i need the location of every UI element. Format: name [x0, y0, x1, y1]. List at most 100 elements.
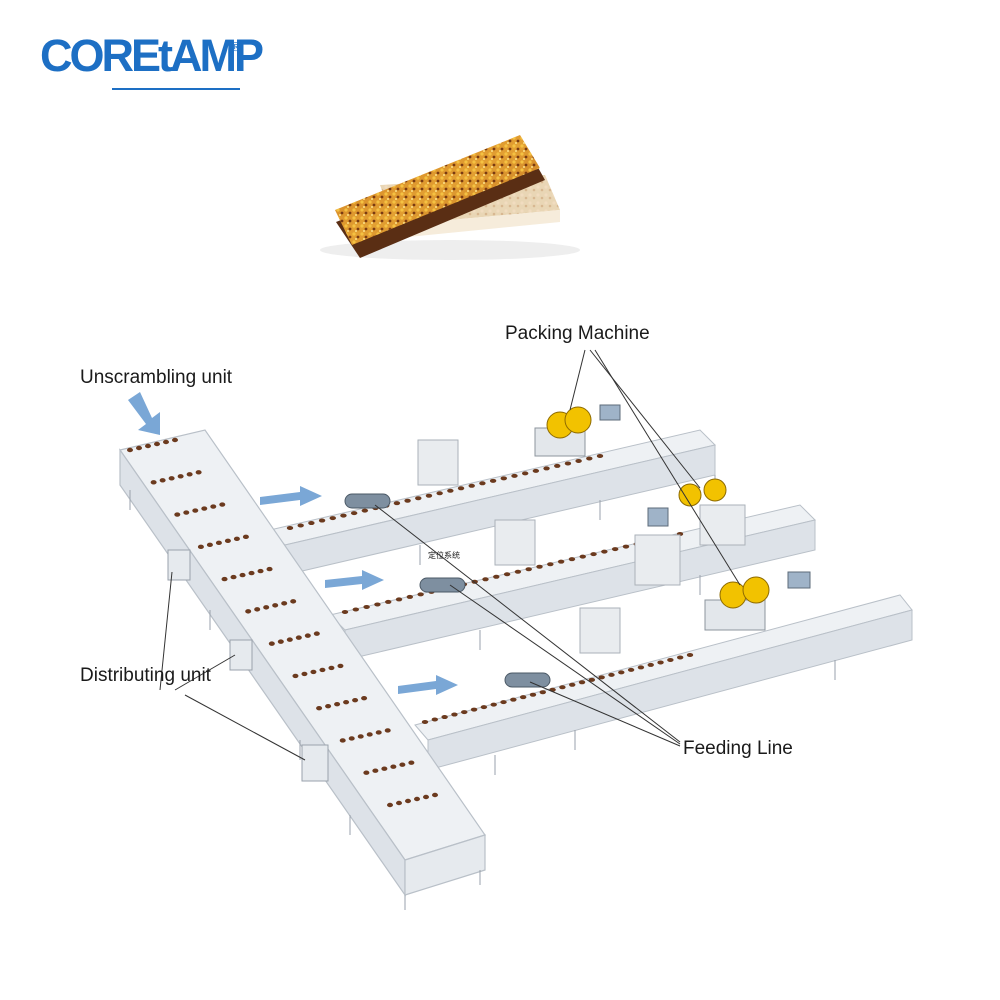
product-piece [414, 796, 420, 802]
product-piece [328, 665, 335, 671]
product-piece [174, 512, 181, 517]
product-piece [295, 635, 302, 640]
brand-logo-text: COREtAMP [40, 30, 264, 81]
product-piece [245, 609, 252, 614]
product-piece [468, 483, 475, 488]
product-piece [647, 662, 654, 667]
product-piece [618, 670, 625, 675]
packing-machine-1 [534, 404, 621, 457]
product-piece [286, 526, 294, 530]
product-piece [532, 468, 540, 473]
product-piece [352, 607, 360, 612]
unscrambling-unit-label: Unscrambling unit [80, 367, 233, 388]
product-piece [578, 680, 586, 685]
product-piece [361, 508, 369, 513]
product-piece [470, 707, 478, 712]
product-piece [334, 701, 341, 707]
product-piece [451, 712, 458, 717]
positioning-system-label: 定位系统 [428, 551, 460, 560]
logo-underline [112, 88, 240, 90]
product-piece [127, 447, 133, 453]
product-piece [257, 568, 264, 574]
product-piece [337, 663, 344, 669]
product-piece [159, 478, 166, 483]
product-piece [163, 439, 169, 445]
product-piece [195, 470, 202, 475]
product-piece [627, 667, 635, 672]
product-piece [588, 677, 596, 682]
product-piece [286, 637, 293, 642]
product-piece [557, 559, 565, 564]
product-piece [590, 552, 597, 557]
product-piece [676, 655, 684, 660]
product-piece [490, 702, 497, 707]
product-piece [511, 473, 518, 478]
product-piece [500, 476, 507, 481]
product-piece [292, 673, 299, 679]
product-piece [622, 544, 630, 549]
packing-machine-label: Packing Machine [505, 323, 650, 344]
product-piece [637, 665, 645, 670]
product-piece [432, 792, 438, 798]
product-piece [197, 544, 204, 550]
product-piece [568, 557, 576, 562]
product-piece [406, 594, 414, 599]
positioning-belt-2 [419, 577, 466, 593]
product-piece [363, 770, 370, 775]
product-piece [387, 802, 393, 808]
feeding-line-label: Feeding Line [683, 738, 793, 759]
product-piece [657, 660, 664, 665]
product-piece [489, 478, 497, 483]
product-piece [500, 700, 507, 705]
product-piece [343, 699, 350, 705]
distributing-conveyor [119, 429, 486, 910]
product-piece [525, 567, 532, 572]
flow-arrow-right-icon [325, 570, 384, 590]
product-piece [461, 710, 468, 715]
product-piece [480, 705, 488, 710]
machine-housings [417, 439, 746, 654]
product-piece [136, 445, 142, 451]
product-piece [277, 639, 284, 644]
product-piece [329, 516, 336, 521]
product-piece [575, 458, 582, 463]
product-piece [408, 760, 415, 765]
product-piece [340, 513, 347, 518]
product-piece [579, 554, 586, 559]
product-piece [145, 443, 151, 449]
product-piece [154, 441, 160, 447]
product-piece [361, 695, 368, 701]
product-piece [339, 738, 346, 743]
product-piece [215, 540, 222, 546]
product-piece [230, 574, 237, 580]
product-piece [348, 736, 355, 741]
product-piece [224, 538, 231, 544]
product-piece [431, 717, 439, 722]
product-piece [366, 732, 373, 737]
product-piece [479, 481, 486, 486]
product-piece [266, 566, 273, 572]
product-piece [263, 605, 270, 610]
product-piece [177, 474, 184, 479]
product-piece [423, 794, 429, 800]
product-piece [341, 610, 349, 614]
registered-mark: ® [230, 40, 242, 54]
product-piece [396, 800, 402, 806]
product-piece [186, 472, 193, 477]
product-piece [415, 496, 422, 501]
product-piece [219, 502, 226, 507]
product-piece [547, 562, 554, 567]
product-piece [201, 506, 208, 511]
product-piece [233, 536, 240, 542]
product-piece [425, 493, 433, 498]
distributing-unit-label: Distributing unit [80, 665, 211, 686]
flow-arrow-right-icon [398, 675, 458, 695]
product-piece [172, 437, 178, 443]
products-feeding-lines [286, 454, 694, 724]
product-piece [447, 488, 454, 493]
product-piece [308, 521, 315, 526]
product-piece [363, 604, 370, 609]
product-piece [313, 631, 320, 636]
granola-bar-photo [320, 135, 580, 260]
product-piece [404, 498, 411, 503]
